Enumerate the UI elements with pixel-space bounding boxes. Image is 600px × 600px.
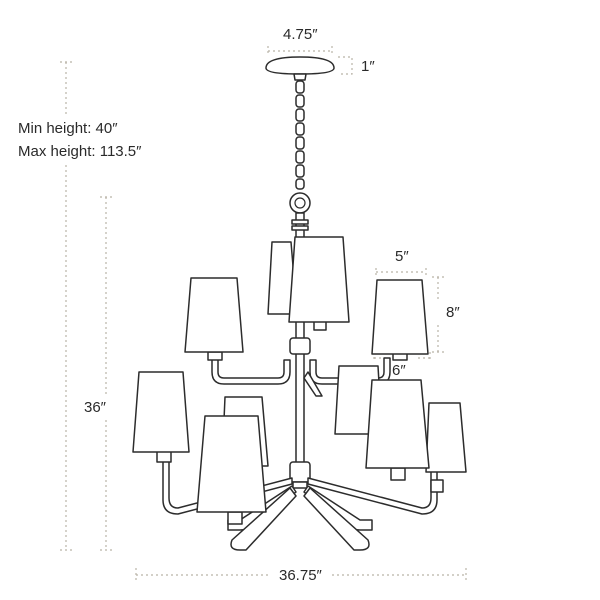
fixture-width-label: 36.75″ [279, 567, 322, 584]
shade-bottom-label: 6″ [392, 362, 406, 379]
fixture-width-guide [135, 568, 467, 582]
arms [162, 357, 438, 551]
fixture-height-label: 36″ [84, 399, 106, 416]
central-stem [289, 212, 311, 489]
shade-far-right [425, 402, 467, 473]
overall-height-guide [60, 61, 72, 551]
shade-height-guide [432, 276, 444, 353]
chain [289, 80, 311, 214]
canopy-width-guide [267, 46, 333, 56]
sockets [156, 319, 444, 525]
max-height-label: Max height: 113.5″ [18, 143, 142, 160]
min-height-label: Min height: 40″ [18, 120, 118, 137]
shade-bottom-guide [373, 352, 431, 362]
shade-upper-left [184, 277, 244, 353]
dimension-lines [60, 46, 467, 582]
canopy-height-guide [338, 56, 353, 75]
shades [132, 236, 467, 513]
shade-lower-right [365, 379, 430, 469]
canopy-height-label: 1″ [361, 58, 375, 75]
shade-top-guide [375, 268, 427, 278]
shade-top-front [288, 236, 350, 323]
shade-lower-left [132, 371, 190, 453]
canopy [265, 56, 335, 81]
shade-lower-front [196, 415, 267, 513]
shade-top-label: 5″ [395, 248, 409, 265]
canopy-width-label: 4.75″ [283, 26, 318, 43]
fixture-height-guide [100, 196, 112, 551]
shade-height-label: 8″ [446, 304, 460, 321]
shade-upper-right [371, 279, 429, 355]
